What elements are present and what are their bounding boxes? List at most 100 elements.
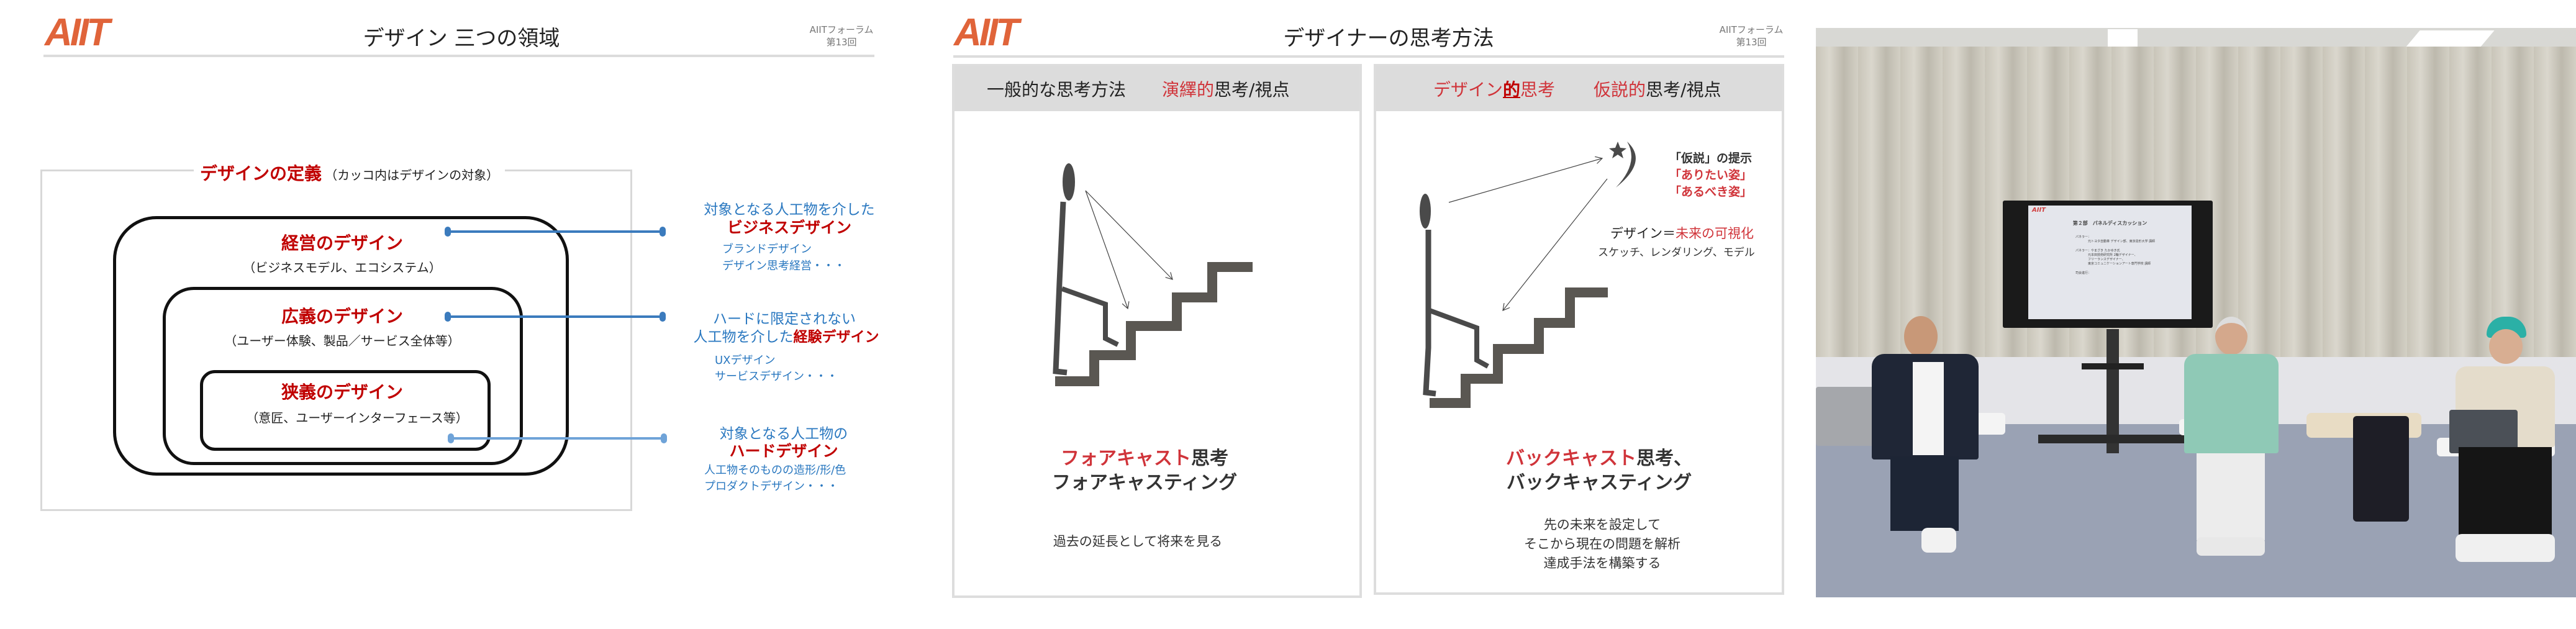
text-segment: フォアキャスト: [1061, 448, 1191, 469]
hypothesis-note: 「仮説」の提示 「ありたい姿」 「あるべき姿」: [1669, 150, 1752, 201]
text-segment: デザイン＝: [1610, 226, 1676, 241]
callout-emphasis: ビジネスデザイン: [727, 219, 852, 237]
header-label: 一般的な思考方法: [987, 79, 1127, 100]
level-title: 経営のデザイン: [281, 233, 404, 253]
method-description: 過去の延長として将来を見る: [1053, 534, 1223, 549]
backcast-figure: [1420, 142, 1636, 408]
stairs-icon: [1055, 262, 1253, 386]
aiit-logo: AIIT: [954, 11, 1019, 54]
header-label: 仮説的思考/視点: [1594, 76, 1721, 101]
text-segment: 思考/視点: [1646, 79, 1721, 100]
text-segment: 思考、: [1636, 448, 1692, 469]
slide-title: デザイナーの思考方法: [1283, 26, 1494, 51]
definition-title: デザインの定義: [200, 163, 322, 184]
callout-examples: 人工物そのものの造形/形/色 プロダクトデザイン・・・: [704, 463, 846, 495]
text-segment: 元トヨタ自動車 デザイン部、東京造形大学 講師: [2088, 240, 2156, 243]
forecast-figure: [1053, 163, 1253, 386]
definition-note: （カッコ内はデザインの対象）: [325, 168, 499, 183]
text-segment: 思考: [1191, 448, 1228, 469]
broad-design-box: [163, 287, 523, 465]
laptop: [2449, 410, 2518, 453]
panelist-center: [2184, 310, 2279, 559]
slide-title: デザイン 三つの領域: [363, 26, 560, 51]
callout-lead: 対象となる人工物の: [719, 426, 848, 442]
method-description: 先の未来を設定して そこから現在の問題を解析 達成手法を構築する: [1524, 515, 1680, 573]
tote-bag: [2353, 416, 2409, 522]
description-line: 達成手法を構築する: [1543, 556, 1661, 571]
text-segment: 司会進行：: [2075, 271, 2092, 275]
description-line: そこから現在の問題を解析: [1524, 536, 1680, 551]
text-segment: 元本田技術研究所 2輪デザイナー、: [2088, 253, 2138, 257]
text-segment: 仮説的: [1594, 79, 1646, 100]
callout-examples: ブランドデザイン デザイン思考経営・・・: [722, 241, 845, 274]
header-label: デザイン的思考: [1433, 76, 1555, 101]
av-cart: [2038, 329, 2187, 472]
panelist-left: [1872, 301, 1984, 562]
callout-emphasis: ハードデザイン: [729, 442, 838, 460]
person-leg-icon: [1061, 286, 1119, 347]
gaze-arrow: [1085, 190, 1172, 279]
callout-emphasis: 経験デザイン: [793, 329, 879, 345]
forum-name: AIITフォーラム: [1719, 24, 1784, 35]
gaze-arrow: [1085, 190, 1128, 309]
moon-icon: [1616, 142, 1636, 188]
level-title: 広義のデザイン: [281, 306, 404, 327]
forum-label: AIITフォーラム 第13回: [1717, 24, 1785, 48]
header-divider: [953, 55, 1784, 58]
forum-session: 第13回: [826, 37, 857, 48]
header-divider: [43, 55, 874, 57]
aiit-logo: AIIT: [45, 11, 110, 54]
forum-name: AIITフォーラム: [809, 24, 874, 35]
text-segment: 思考: [1520, 79, 1556, 100]
callout-lead: 対象となる人工物を介した: [704, 202, 875, 218]
connector-line: [448, 433, 667, 443]
callout-lead-text: 人工物を介した: [693, 329, 794, 345]
panel-header: 一般的な思考方法 演繹的思考/視点: [955, 66, 1359, 111]
display-monitor: AIIT 第２部 パネルディスカッション パネラー： 元トヨタ自動車 デザイン部…: [2003, 201, 2213, 328]
callout-lead-line2: 人工物を介した経験デザイン: [694, 325, 879, 346]
description-line: 先の未来を設定して: [1543, 517, 1661, 532]
method-name: フォアキャスティング: [1051, 472, 1238, 494]
vision-arrow: [1503, 178, 1608, 310]
level-scope: （意匠、ユーザーインターフェース等）: [246, 410, 468, 425]
text-segment: バックキャスト: [1506, 448, 1636, 469]
example-item: UXデザイン: [715, 354, 776, 367]
method-title: フォアキャスト思考: [1061, 443, 1228, 470]
monitor-slide-title: 第２部 パネルディスカッション: [2072, 220, 2147, 226]
header-label: 演繹的思考/視点: [1162, 76, 1289, 101]
panel-discussion-photo: AIIT 第２部 パネルディスカッション パネラー： 元トヨタ自動車 デザイン部…: [1816, 28, 2576, 597]
narrow-design-box: [200, 370, 491, 451]
definition-heading: デザインの定義 （カッコ内はデザインの対象）: [194, 160, 506, 185]
gaze-arrow: [1448, 158, 1602, 203]
text-segment: 東京コミュニケーションアート専門学校 講師: [2088, 262, 2151, 266]
example-item: ブランドデザイン: [722, 243, 812, 256]
callout-examples: UXデザイン サービスデザイン・・・: [715, 353, 838, 385]
management-design-box: [113, 216, 569, 476]
visualization-examples: スケッチ、レンダリング、モデル: [1598, 247, 1755, 259]
level-title: 狭義のデザイン: [281, 382, 404, 402]
stairs-icon: [1430, 287, 1608, 408]
example-item: 人工物そのものの造形/形/色: [704, 464, 846, 477]
panelist-right: [2449, 317, 2558, 565]
text-segment: 演繹的: [1162, 79, 1215, 100]
text-segment: 思考/視点: [1214, 79, 1290, 100]
text-segment: 未来の可視化: [1676, 226, 1754, 241]
text-segment: フリーランスデザイナー、: [2088, 258, 2125, 261]
forum-label: AIITフォーラム 第13回: [807, 24, 876, 48]
person-leg-icon: [1428, 308, 1489, 369]
hypothesis-label: 「仮説」の提示: [1669, 152, 1753, 165]
person-head-icon: [1420, 194, 1431, 229]
text-segment: パネラー：やまざき たかゆき氏: [2075, 249, 2120, 253]
monitor-slide-body: パネラー： 元トヨタ自動車 デザイン部、東京造形大学 講師 パネラー：やまざき …: [2032, 235, 2188, 276]
level-scope: （ビジネスモデル、エコシステム）: [243, 260, 442, 275]
forum-session: 第13回: [1736, 37, 1767, 48]
example-item: デザイン思考経営・・・: [722, 260, 845, 273]
person-body-icon: [1053, 201, 1068, 376]
star-icon: [1609, 142, 1626, 158]
text-segment: パネラー：: [2075, 235, 2092, 239]
text-segment: 的: [1503, 79, 1521, 100]
connector-line: [445, 312, 666, 322]
panel-design-thinking: デザイン的思考 仮説的思考/視点: [1374, 64, 1784, 595]
example-item: サービスデザイン・・・: [715, 370, 838, 383]
